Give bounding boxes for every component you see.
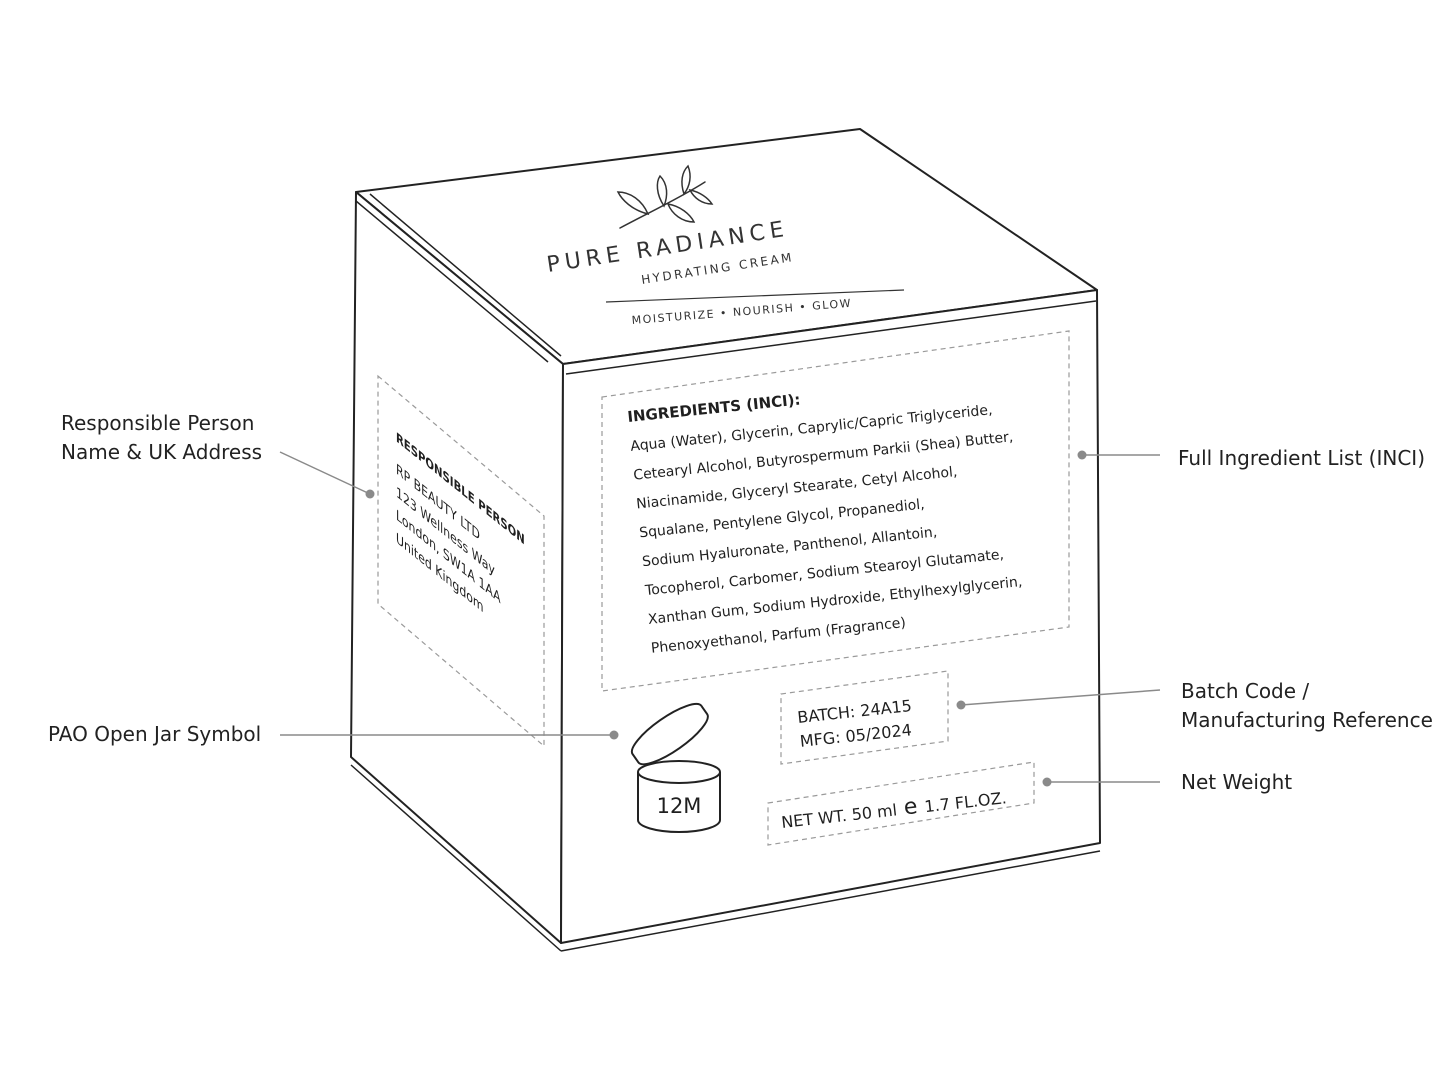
leader-dot-net-weight: [1042, 777, 1052, 787]
callout-responsible-person: Responsible Person Name & UK Address: [61, 409, 262, 467]
brand-divider: [605, 289, 905, 303]
leader-lines: [279, 450, 1161, 787]
pao-label: 12M: [657, 794, 702, 818]
leader-dot-responsible-person: [365, 489, 375, 499]
leader-batch: [960, 689, 1161, 706]
leader-dot-batch: [956, 700, 966, 710]
box-front-face: [560, 289, 1101, 944]
lid-edge-lines: [350, 193, 1101, 952]
open-jar-icon: [630, 702, 721, 833]
callout-net-weight: Net Weight: [1181, 770, 1293, 794]
callout-responsible-person-line-1: Responsible Person: [61, 411, 255, 435]
callout-batch-line-2: Manufacturing Reference: [1181, 708, 1433, 732]
ingredients-panel: [601, 330, 1070, 692]
leader-dot-pao: [609, 730, 619, 740]
net-weight-panel: [767, 761, 1035, 846]
leaf-sprig-icon: [616, 164, 714, 229]
callout-ingredients: Full Ingredient List (INCI): [1178, 446, 1425, 470]
callout-responsible-person-line-2: Name & UK Address: [61, 440, 263, 464]
callout-batch: Batch Code / Manufacturing Reference: [1181, 677, 1433, 735]
leader-responsible-person: [279, 451, 371, 495]
batch-panel: [780, 670, 949, 765]
estimated-sign-icon: e: [903, 794, 919, 820]
callout-pao: PAO Open Jar Symbol: [48, 722, 262, 746]
leader-dot-ingredients: [1077, 450, 1087, 460]
responsible-person-panel: [377, 374, 545, 748]
callout-batch-line-1: Batch Code /: [1181, 679, 1310, 703]
